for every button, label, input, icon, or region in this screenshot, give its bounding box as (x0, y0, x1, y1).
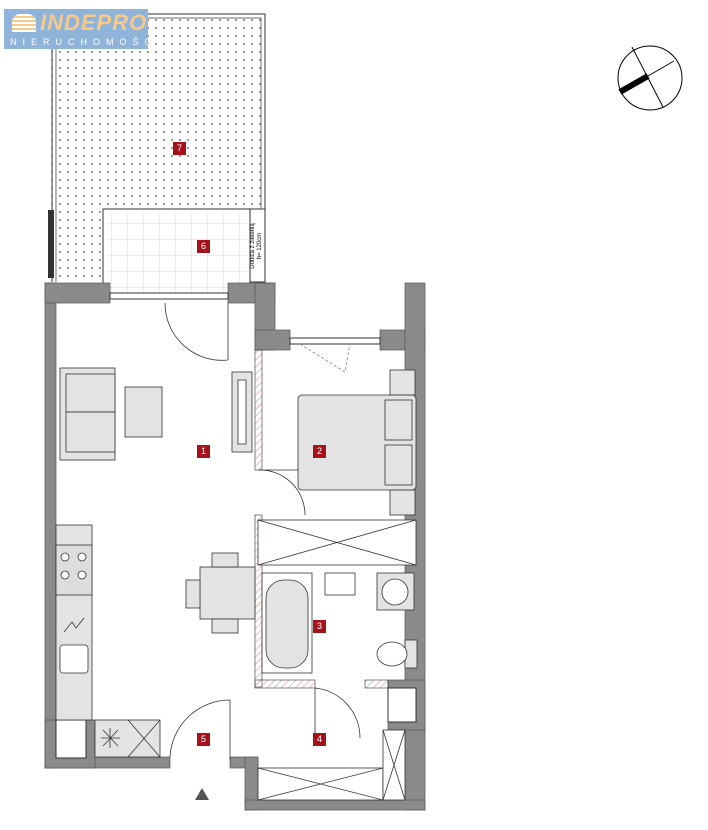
room-marker-7: 7 (173, 142, 186, 155)
room-marker-5: 5 (197, 733, 210, 746)
logo-subtitle: NIERUCHOMOŚCI (10, 37, 166, 47)
balcony-door (109, 292, 229, 300)
sink (59, 644, 89, 674)
balcony (102, 208, 251, 296)
dining-table (199, 566, 256, 620)
room-marker-1: 1 (197, 445, 210, 458)
planter-label-line1: Donica z zielenią (250, 223, 256, 269)
coffee-table (124, 386, 163, 438)
room-marker-2: 2 (313, 445, 326, 458)
planter-label-line2: h= 120cm (257, 232, 263, 260)
furniture (55, 367, 418, 801)
planter (249, 208, 266, 283)
washbasin (324, 572, 356, 596)
logo-icon (12, 14, 36, 32)
north-arrow-icon (617, 45, 683, 111)
room-marker-4: 4 (313, 733, 326, 746)
room-marker-3: 3 (313, 620, 326, 633)
logo: INDEPRO NIERUCHOMOŚCI (4, 9, 160, 49)
shaft (55, 719, 87, 759)
room-marker-6: 6 (197, 240, 210, 253)
logo-name: INDEPRO (40, 10, 148, 35)
doors (164, 302, 361, 760)
entrance-arrow-icon (195, 788, 209, 800)
shaft (387, 687, 417, 723)
window (289, 337, 381, 345)
